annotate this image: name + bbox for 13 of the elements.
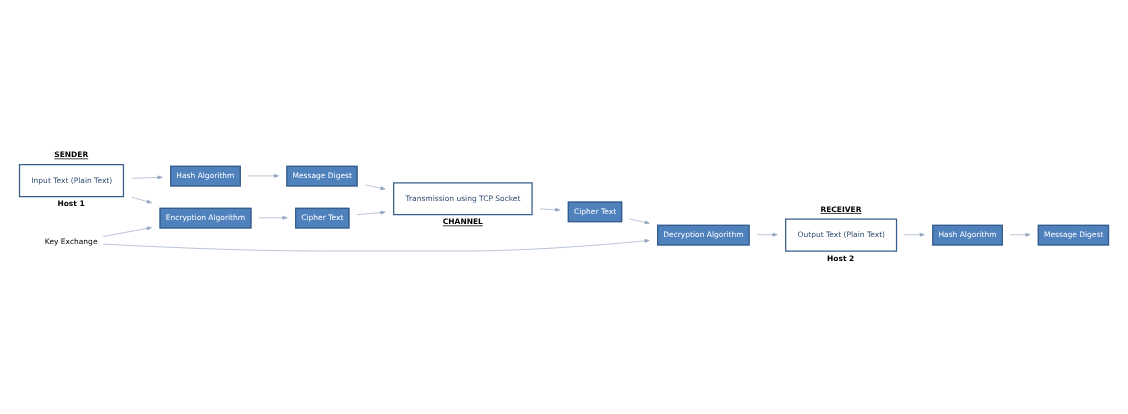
arrow (1009, 232, 1031, 237)
arrow (365, 184, 386, 190)
arrow (131, 196, 152, 203)
arrow (539, 207, 561, 212)
arrow (102, 226, 152, 237)
arrow (629, 218, 650, 224)
arrow (247, 173, 279, 178)
arrow (756, 232, 778, 237)
arrow (102, 238, 650, 251)
arrow (131, 175, 163, 179)
arrow (258, 215, 288, 220)
arrow (904, 232, 925, 237)
arrow (356, 210, 386, 215)
